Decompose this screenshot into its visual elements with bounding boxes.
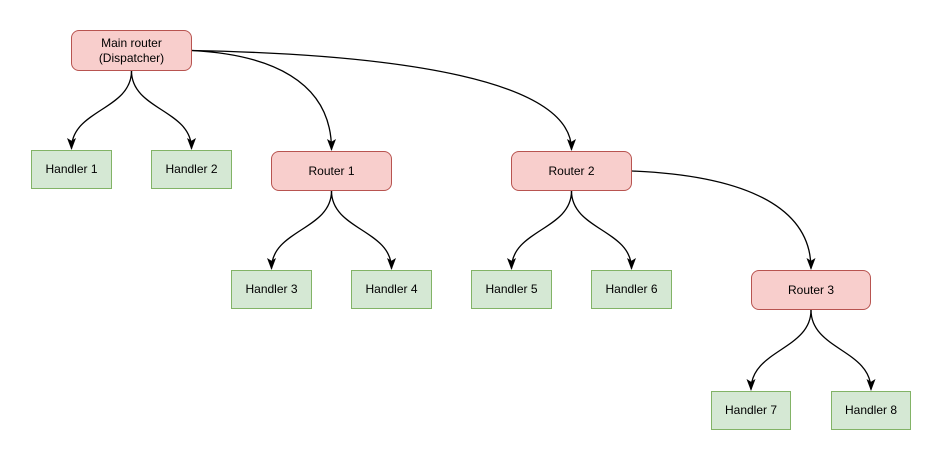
handler-node-h1: Handler 1 [31, 150, 112, 189]
handler-node-h4: Handler 4 [351, 270, 432, 309]
edge-r2-h5 [507, 190, 573, 270]
router-node-r2: Router 2 [511, 151, 632, 191]
node-label: Handler 2 [165, 162, 218, 176]
node-label: Handler 5 [485, 282, 538, 296]
edge-r3-h7 [746, 309, 812, 391]
edge-r3-h8 [810, 309, 876, 391]
node-label: Handler 1 [45, 162, 98, 176]
router-node-main: Main router (Dispatcher) [71, 30, 192, 71]
edge-main-h2 [130, 70, 196, 150]
handler-node-h8: Handler 8 [831, 391, 911, 430]
edge-r2-r3 [631, 170, 816, 270]
edge-r1-h3 [267, 190, 333, 270]
handler-node-h5: Handler 5 [471, 270, 552, 309]
edge-main-r2 [191, 49, 576, 151]
node-label: Main router (Dispatcher) [98, 35, 165, 65]
handler-node-h3: Handler 3 [231, 270, 312, 309]
handler-node-h2: Handler 2 [151, 150, 232, 189]
node-label: Handler 7 [724, 403, 778, 417]
router-node-r1: Router 1 [271, 151, 392, 191]
node-label: Router 1 [308, 163, 355, 178]
node-label: Handler 3 [245, 282, 298, 296]
handler-node-h7: Handler 7 [711, 391, 791, 430]
node-label: Handler 8 [844, 403, 898, 417]
node-label: Handler 6 [605, 282, 658, 296]
edge-r1-h4 [330, 190, 396, 270]
node-label: Handler 4 [365, 282, 418, 296]
edge-r2-h6 [570, 190, 636, 270]
node-label: Router 3 [787, 282, 835, 297]
edge-main-h1 [67, 70, 133, 150]
router-node-r3: Router 3 [751, 270, 871, 310]
node-label: Router 2 [548, 163, 595, 178]
handler-node-h6: Handler 6 [591, 270, 672, 309]
edge-main-r1 [191, 49, 336, 151]
